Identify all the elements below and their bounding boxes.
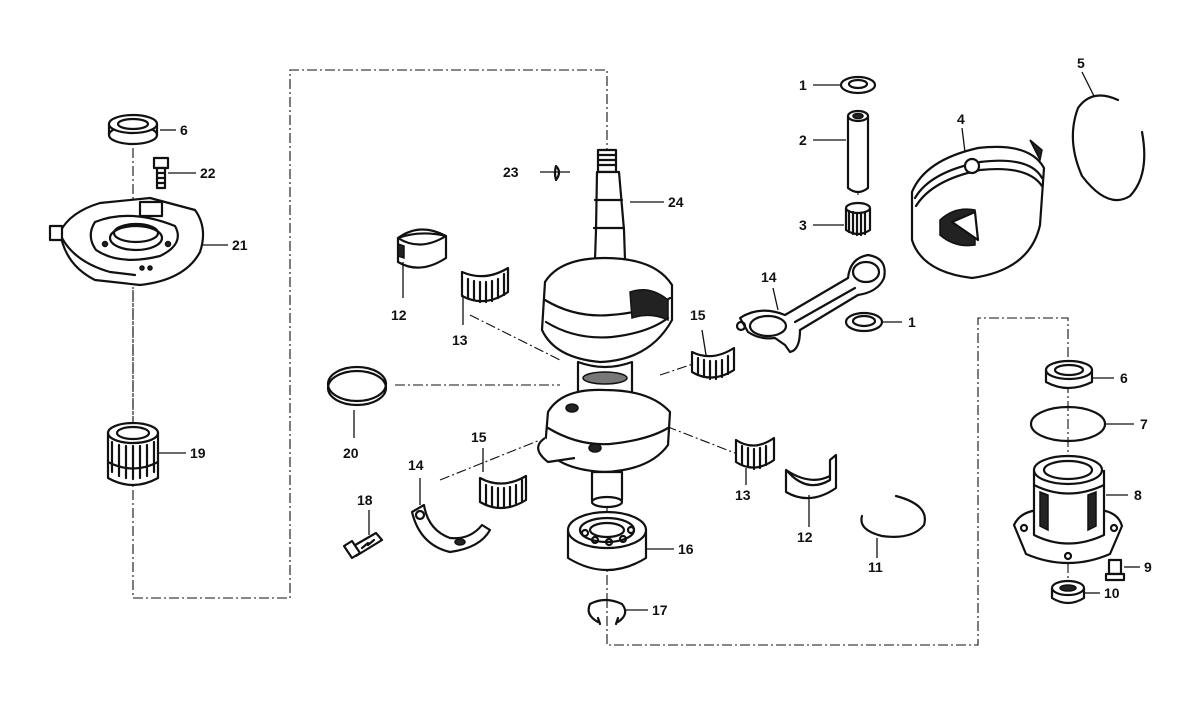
callout-3: 3 xyxy=(799,217,807,233)
callout-14-upper: 14 xyxy=(761,269,777,285)
seal-6-left xyxy=(107,113,159,146)
needle-bearing-3 xyxy=(844,201,872,237)
retaining-ring-11 xyxy=(860,494,926,538)
callout-17: 17 xyxy=(652,602,668,618)
callout-1-lower: 1 xyxy=(908,314,916,330)
piston-4 xyxy=(910,139,1046,280)
roller-bearing-19 xyxy=(106,421,160,487)
callout-20: 20 xyxy=(343,445,359,461)
cap-screw-18 xyxy=(342,531,384,560)
callout-13-upper: 13 xyxy=(452,332,468,348)
callout-15-upper: 15 xyxy=(690,307,706,323)
washer-1-lower xyxy=(844,311,884,333)
callout-labels: 1 2 3 4 5 6 22 21 19 23 24 12 13 14 15 1… xyxy=(180,55,1152,618)
callout-2: 2 xyxy=(799,132,807,148)
needle-cage-15-lower xyxy=(478,474,528,510)
bearing-shell-12-upper xyxy=(396,228,448,269)
callout-15-lower: 15 xyxy=(471,429,487,445)
callout-9: 9 xyxy=(1144,559,1152,575)
callout-6-right: 6 xyxy=(1120,370,1128,386)
crankshaft-24 xyxy=(537,148,674,509)
seal-10 xyxy=(1050,579,1086,605)
callout-19: 19 xyxy=(190,445,206,461)
screw-22 xyxy=(152,156,170,190)
callout-23: 23 xyxy=(503,164,519,180)
screw-9 xyxy=(1104,558,1126,582)
ball-bearing-16 xyxy=(566,510,648,572)
seal-6-right xyxy=(1044,359,1094,390)
callout-11: 11 xyxy=(868,559,883,575)
rod-cap-14-lower xyxy=(410,503,492,554)
callout-13-lower: 13 xyxy=(735,487,751,503)
callout-16: 16 xyxy=(678,541,694,557)
piston-ring-5 xyxy=(1071,94,1146,202)
o-ring-7 xyxy=(1029,405,1107,443)
callout-24: 24 xyxy=(668,194,684,210)
callout-12-upper: 12 xyxy=(391,307,407,323)
washer-1-top xyxy=(839,75,877,95)
timing-base-plate-21 xyxy=(48,196,205,287)
leader-lines xyxy=(158,71,1140,611)
callout-5: 5 xyxy=(1077,55,1085,71)
bearing-housing-8 xyxy=(1012,454,1124,565)
connecting-rod-14 xyxy=(735,253,886,354)
callout-8: 8 xyxy=(1134,487,1142,503)
callout-22: 22 xyxy=(200,165,216,181)
needle-cage-13-lower xyxy=(734,436,776,471)
needle-cage-13-upper xyxy=(460,266,510,304)
key-23 xyxy=(553,164,561,182)
wrist-pin-2 xyxy=(846,109,870,194)
callout-12-lower: 12 xyxy=(797,529,813,545)
callout-21: 21 xyxy=(232,237,248,253)
callout-10: 10 xyxy=(1104,585,1120,601)
callout-7: 7 xyxy=(1140,416,1148,432)
callout-14-lower: 14 xyxy=(408,457,424,473)
needle-cage-15-upper xyxy=(690,346,736,381)
callout-18: 18 xyxy=(357,492,373,508)
callout-1-top: 1 xyxy=(799,77,807,93)
callout-4: 4 xyxy=(957,111,965,127)
callout-6-left: 6 xyxy=(180,122,188,138)
retaining-ring-17 xyxy=(587,598,627,626)
ring-20 xyxy=(326,365,388,407)
bearing-shell-12-lower xyxy=(784,453,838,500)
